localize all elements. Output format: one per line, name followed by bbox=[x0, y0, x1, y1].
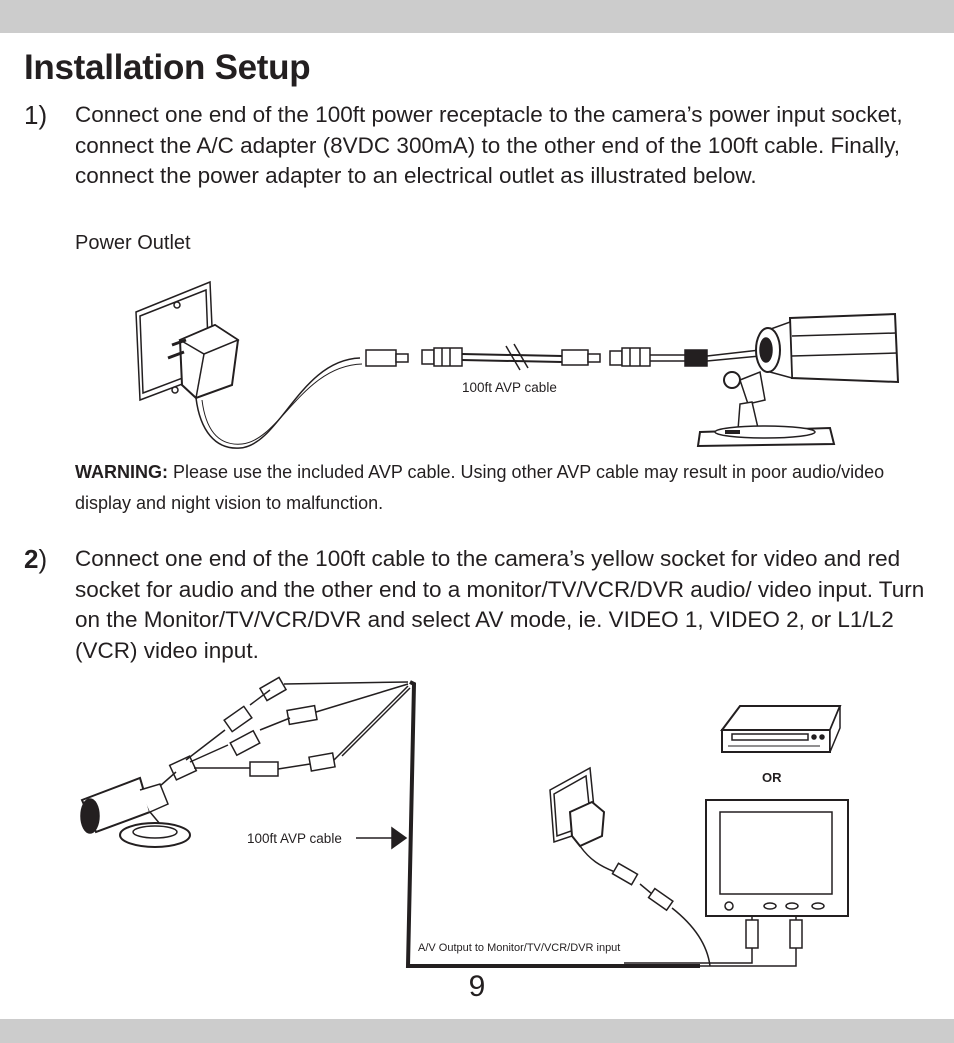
or-label: OR bbox=[762, 770, 782, 785]
step-2-text: Connect one end of the 100ft cable to th… bbox=[75, 546, 925, 663]
step-2-number-paren: ) bbox=[38, 544, 48, 574]
monitor-icon bbox=[705, 799, 849, 917]
figure-1-cable-label: 100ft AVP cable bbox=[462, 380, 557, 395]
warning-text: Please use the included AVP cable. Using… bbox=[75, 462, 885, 513]
camera-icon bbox=[696, 312, 900, 448]
power-adapter-icon bbox=[568, 800, 606, 848]
wall-outlet-icon bbox=[135, 280, 215, 402]
page-title: Installation Setup bbox=[24, 48, 311, 87]
warning-label: WARNING: bbox=[75, 462, 168, 482]
step-2-number-digit: 2 bbox=[24, 544, 39, 574]
power-outlet-label: Power Outlet bbox=[75, 232, 191, 254]
top-band bbox=[0, 0, 954, 33]
wall-outlet-icon bbox=[549, 766, 597, 844]
step-1-text: Connect one end of the 100ft power recep… bbox=[75, 102, 903, 188]
power-adapter-icon bbox=[167, 323, 240, 400]
bottom-band bbox=[0, 1019, 954, 1043]
step-2-number: 2) bbox=[24, 544, 47, 575]
camera-icon bbox=[80, 776, 191, 848]
output-label: A/V Output to Monitor/TV/VCR/DVR input bbox=[418, 942, 620, 954]
figure-2-cable-label: 100ft AVP cable bbox=[247, 831, 342, 846]
step-1-number: 1) bbox=[24, 100, 48, 130]
warning-note: WARNING: Please use the included AVP cab… bbox=[75, 457, 915, 519]
page-number: 9 bbox=[468, 970, 486, 1003]
dvr-icon bbox=[720, 705, 842, 753]
